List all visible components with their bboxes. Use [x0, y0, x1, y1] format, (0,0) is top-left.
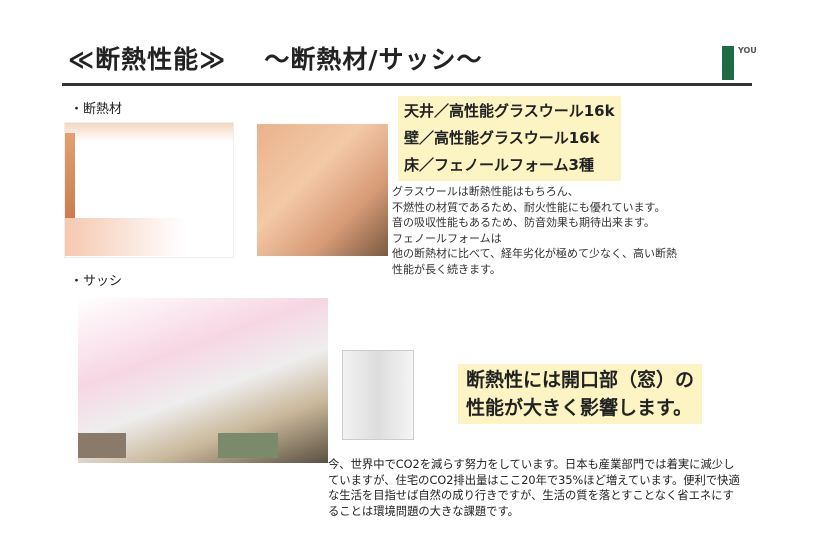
spec-wall: 壁／高性能グラスウール16k	[404, 129, 600, 147]
desc-line: 音の吸収性能もあるため、防音効果も期待出来ます。	[392, 216, 655, 229]
insulation-diagram-image	[64, 122, 234, 258]
spec-floor: 床／フェノールフォーム3種	[404, 156, 594, 174]
insulation-description: グラスウールは断熱性能はもちろん、 不燃性の材質であるため、耐火性能にも優れてい…	[392, 184, 677, 277]
co2-paragraph: 今、世界中でCO2を減らす努力をしています。日本も産業部門では着実に減少していま…	[328, 458, 740, 518]
section-insulation: ・断熱材	[70, 102, 123, 117]
company-logo: YOU	[722, 46, 764, 82]
logo-mark	[722, 46, 734, 80]
desc-line: 性能が長く続きます。	[392, 262, 501, 276]
spec-list: 天井／高性能グラスウール16k 壁／高性能グラスウール16k 床／フェノールフォ…	[398, 96, 621, 181]
spec-ceiling: 天井／高性能グラスウール16k	[404, 102, 615, 120]
desc-line: グラスウールは断熱性能はもちろん、	[392, 185, 579, 198]
title-main: ≪断熱性能≫	[68, 45, 227, 74]
callout-line: 断熱性には開口部（窓）の	[466, 369, 695, 391]
sash-structure-image	[78, 298, 328, 463]
desc-line: 不燃性の材質であるため、耐火性能にも優れています。	[392, 200, 666, 214]
sash-frame-image	[342, 350, 414, 440]
desc-line: フェノールフォームは	[392, 231, 502, 245]
page-title: ≪断熱性能≫ ～断熱材/サッシ～	[68, 40, 483, 76]
title-sub: ～断熱材/サッシ～	[264, 45, 483, 74]
window-callout: 断熱性には開口部（窓）の 性能が大きく影響します。	[458, 364, 703, 424]
desc-line: 他の断熱材に比べて、経年劣化が極めて少なく、高い断熱	[392, 247, 678, 260]
glasswool-photo	[257, 124, 388, 256]
logo-text: YOU	[738, 46, 757, 55]
section-sash: ・サッシ	[70, 274, 123, 289]
callout-line: 性能が大きく影響します。	[466, 397, 693, 419]
title-rule	[62, 83, 752, 86]
